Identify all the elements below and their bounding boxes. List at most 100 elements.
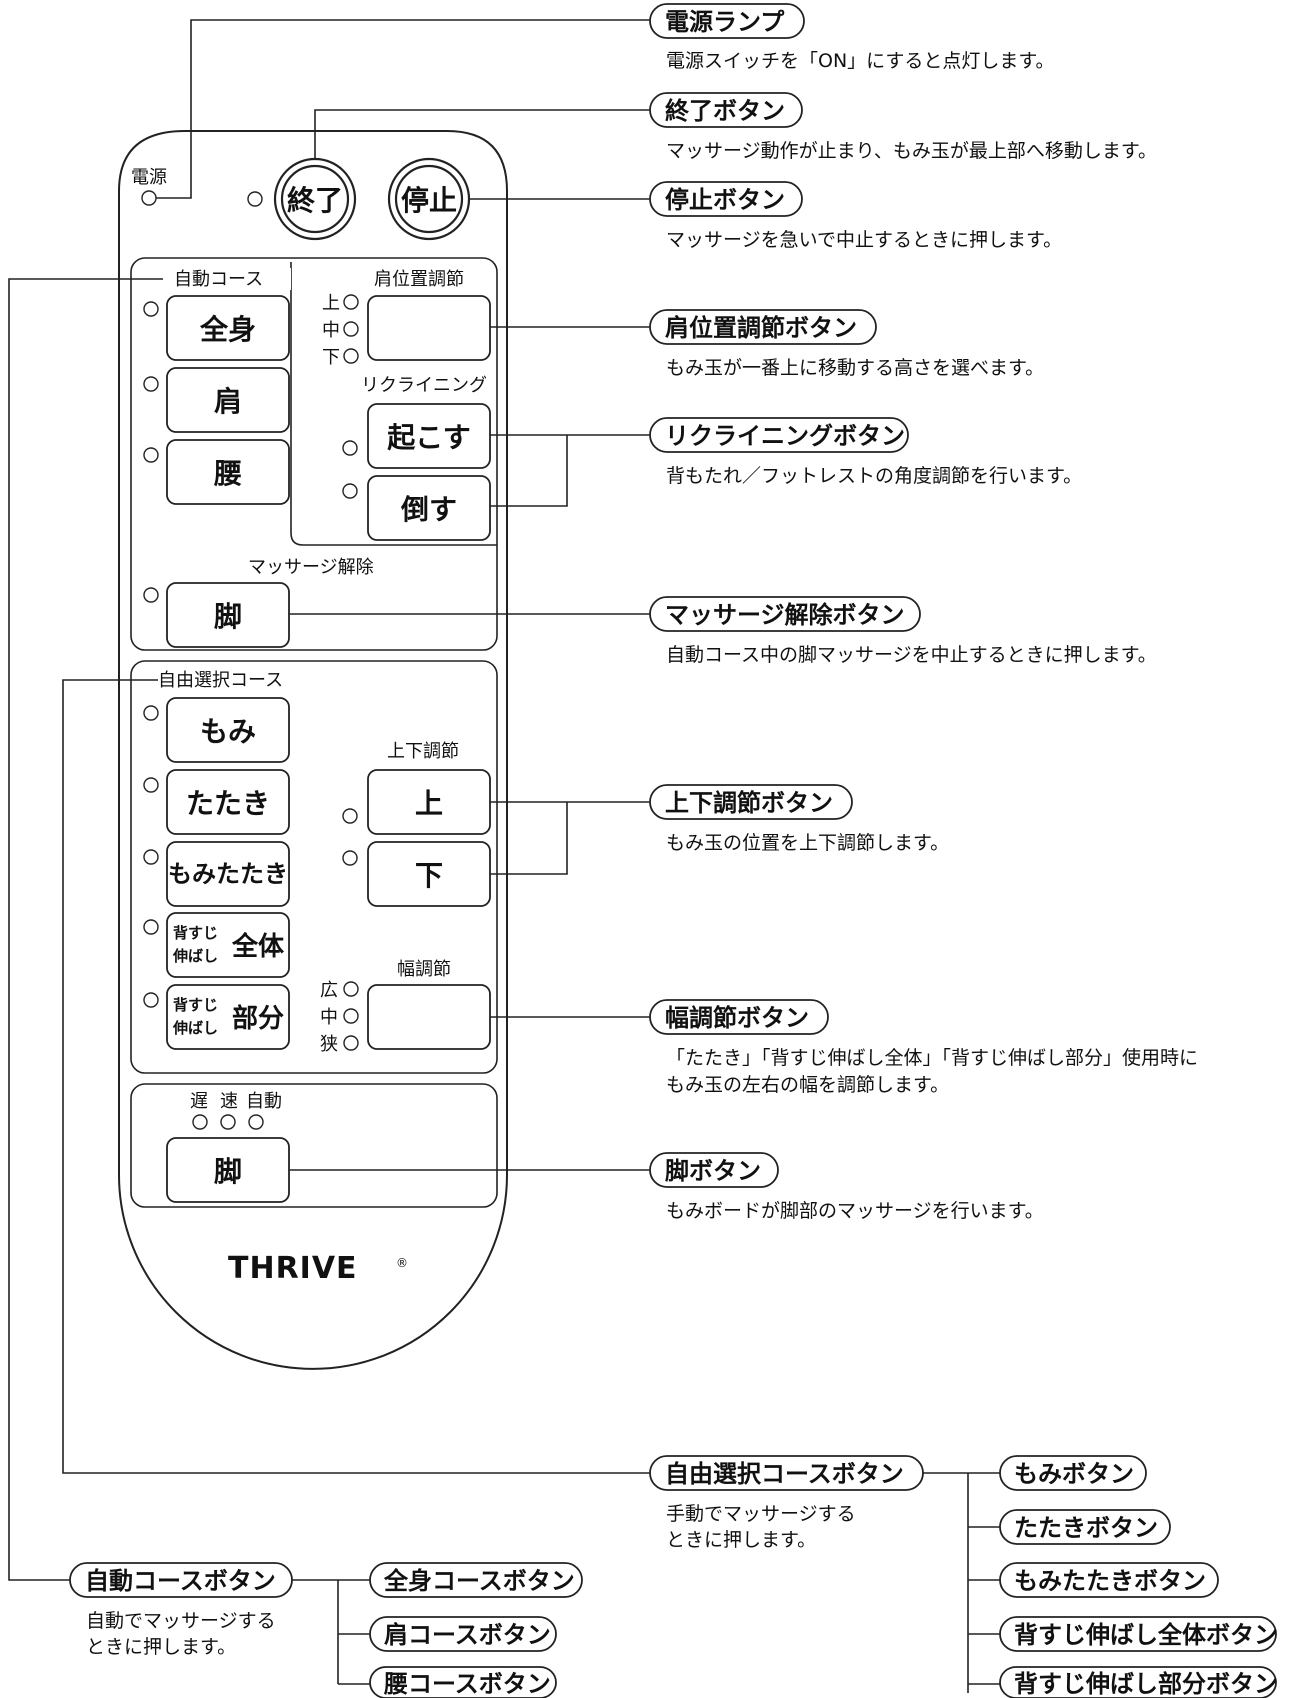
waist-course-label: 腰 [213,457,242,490]
sub-waist-button: 腰コースボタン [369,1666,557,1698]
massage-release-title: マッサージ解除 [248,557,374,578]
shoulder-high-indicator: 上 [322,293,340,314]
callout-auto-course-label: 自動コースボタン [85,1567,276,1595]
stretch-part-button[interactable]: 背すじ 伸ばし 部分 [166,984,290,1050]
width-mid-led [343,1008,359,1024]
callout-updown-button: 上下調節ボタン もみ玉の位置を上下調節します。 [649,784,949,854]
knead-tap-button[interactable]: もみたたき [166,841,290,907]
leg-release-button[interactable]: 脚 [166,582,290,648]
leg-release-led [143,587,159,603]
speed-slow-indicator: 遅 [190,1091,208,1112]
leader-updown [490,801,650,875]
speed-auto-indicator: 自動 [246,1091,282,1112]
leader-recline [490,434,650,507]
up-button-label: 上 [415,787,443,820]
full-body-button[interactable]: 全身 [166,295,290,361]
callout-auto-course-button: 自動コースボタン 自動でマッサージする ときに押します。 [69,1562,293,1658]
sub-knead-tap-label: もみたたきボタン [1014,1567,1206,1595]
leg-release-label: 脚 [214,600,242,633]
callout-release-label: マッサージ解除ボタン [665,601,905,629]
callout-leg-label: 脚ボタン [665,1157,761,1185]
callout-power-lamp-desc: 電源スイッチを「ON」にすると点灯します。 [666,50,1054,72]
brand-logo: THRIVE [228,1251,358,1286]
end-button[interactable]: 終了 [273,157,357,241]
callout-free-course-desc1: 手動でマッサージする [666,1503,856,1525]
end-led [247,191,263,207]
speed-fast-indicator: 速 [220,1091,238,1112]
auto-sub-branch [292,1579,370,1685]
free-course-title: 自由選択コース [158,670,283,691]
shoulder-mid-led [343,321,359,337]
auto-course-panel [130,257,498,651]
callout-stop-desc: マッサージを急いで中止するときに押します。 [666,229,1062,251]
waist-course-button[interactable]: 腰 [166,439,290,505]
free-course-panel [130,660,498,1074]
recline-down-button[interactable]: 倒す [367,475,491,541]
stop-button[interactable]: 停止 [387,157,471,241]
callout-end-desc: マッサージ動作が止まり、もみ玉が最上部へ移動します。 [666,140,1157,162]
leg-panel [130,1083,498,1208]
shoulder-low-indicator: 下 [322,347,340,368]
brand-registered-mark: ® [396,1256,408,1270]
sub-tapping-button: たたきボタン [999,1509,1171,1545]
down-button[interactable]: 下 [367,841,491,907]
stretch-full-suffix: 全体 [231,931,285,962]
sub-stretch-part-button: 背すじ伸ばし部分ボタン [999,1666,1278,1698]
reclining-title: リクライニング [361,375,487,396]
shoulder-course-label: 肩 [214,385,242,418]
callout-release-desc: 自動コース中の脚マッサージを中止するときに押します。 [666,644,1157,666]
callout-width-label: 幅調節ボタン [665,1004,809,1032]
recline-up-button[interactable]: 起こす [367,403,491,469]
width-narrow-indicator: 狭 [320,1034,338,1055]
callout-free-course-desc2: ときに押します。 [666,1529,816,1551]
up-down-title: 上下調節 [387,741,459,762]
shoulder-course-button[interactable]: 肩 [166,367,290,433]
tapping-led [143,777,159,793]
callout-width-desc2: もみ玉の左右の幅を調節します。 [666,1074,949,1096]
leader-power-lamp [156,19,650,199]
callout-updown-desc: もみ玉の位置を上下調節します。 [666,832,949,854]
speed-slow-led [192,1114,208,1130]
stop-button-label: 停止 [401,184,457,217]
sub-stretch-full-label: 背すじ伸ばし全体ボタン [1014,1621,1278,1649]
sub-knead-tap-button: もみたたきボタン [999,1562,1219,1598]
recline-up-led [342,440,358,456]
callout-power-lamp-label: 電源ランプ [665,8,785,36]
width-button[interactable] [367,984,491,1050]
sub-shoulder-label: 肩コースボタン [384,1621,551,1649]
free-sub-branch [923,1472,1000,1693]
recline-down-led [342,483,358,499]
down-button-label: 下 [415,859,443,892]
sub-shoulder-button: 肩コースボタン [369,1616,557,1652]
callout-leg-desc: もみボードが脚部のマッサージを行います。 [666,1200,1044,1222]
shoulder-high-led [343,294,359,310]
end-button-label: 終了 [287,184,343,217]
sub-kneading-label: もみボタン [1014,1460,1134,1488]
width-title: 幅調節 [397,959,451,980]
leader-end [314,109,650,159]
callout-end-label: 終了ボタン [665,97,785,125]
up-led [342,808,358,824]
stretch-part-prefix1: 背すじ [173,996,218,1014]
callout-free-course-button: 自由選択コースボタン 手動でマッサージする ときに押します。 [649,1455,924,1551]
shoulder-position-button[interactable] [367,295,491,361]
kneading-button[interactable]: もみ [166,697,290,763]
callout-free-course-label: 自由選択コースボタン [665,1460,904,1488]
callout-updown-label: 上下調節ボタン [665,789,833,817]
stretch-part-led [143,992,159,1008]
tapping-label: たたき [186,787,270,820]
stretch-full-button[interactable]: 背すじ 伸ばし 全体 [166,912,290,978]
stretch-full-led [143,919,159,935]
auto-course-title: 自動コース [174,269,263,290]
power-lamp-led [141,190,157,206]
stretch-part-suffix: 部分 [232,1004,284,1034]
shoulder-position-title: 肩位置調節 [374,269,464,290]
callout-auto-course-desc1: 自動でマッサージする [86,1610,276,1632]
sub-full-body-label: 全身コースボタン [383,1567,575,1595]
sub-stretch-full-button: 背すじ伸ばし全体ボタン [999,1616,1278,1652]
knead-tap-led [143,849,159,865]
up-button[interactable]: 上 [367,769,491,835]
tapping-button[interactable]: たたき [166,769,290,835]
power-lamp-label: 電源 [131,167,167,188]
leg-button[interactable]: 脚 [166,1137,290,1203]
